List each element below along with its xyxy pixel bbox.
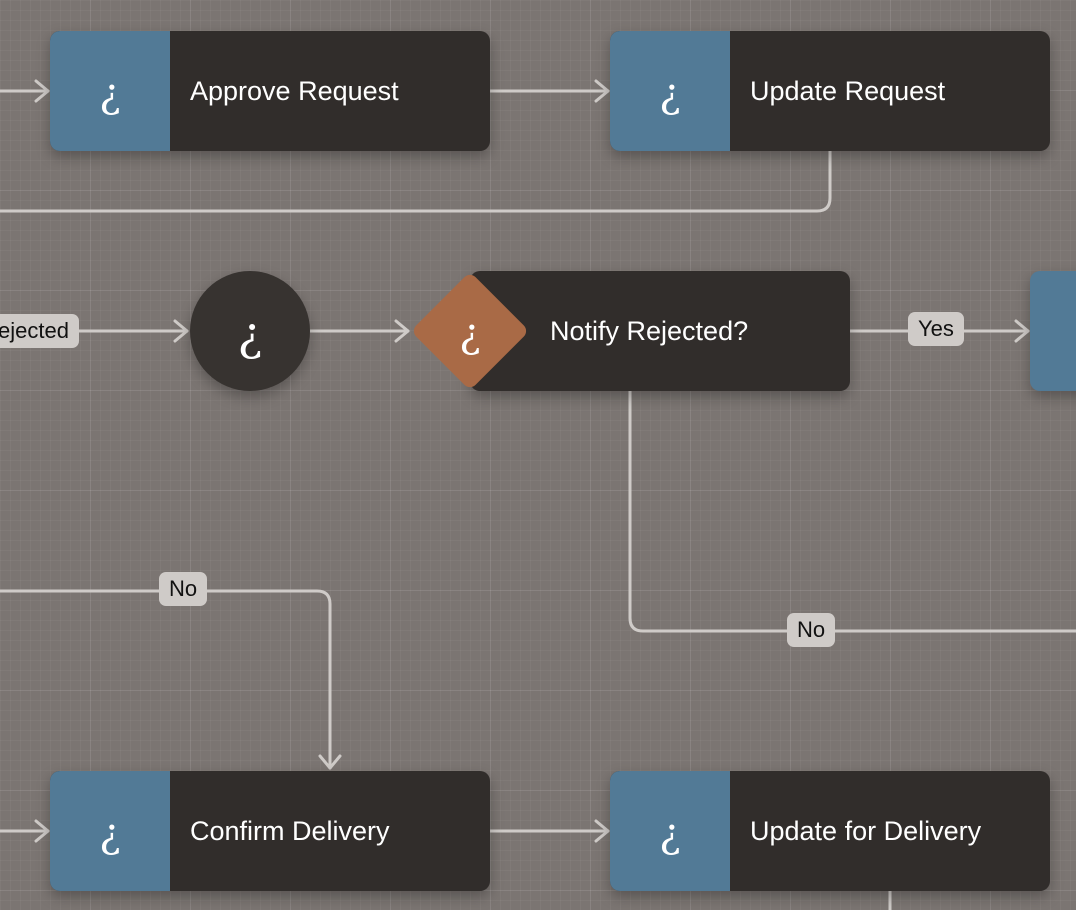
task-approve-request[interactable]: ¿ Approve Request [50,31,490,151]
inverted-question-mark-icon: ¿ [99,71,121,117]
decision-icon-wrap: ¿ [410,271,530,391]
edge-label-rejected[interactable]: ejected [0,314,79,348]
edge-label-yes[interactable]: Yes [908,312,964,346]
edge-label-no-right[interactable]: No [787,613,836,647]
task-label: Confirm Delivery [190,816,390,846]
task-update-request[interactable]: ¿ Update Request [610,31,1050,151]
inverted-question-mark-icon: ¿ [237,307,263,361]
task-icon-box: ¿ [610,31,730,151]
task-confirm-delivery[interactable]: ¿ Confirm Delivery [50,771,490,891]
inverted-question-mark-icon: ¿ [459,311,481,357]
edge-label-no-left[interactable]: No [159,572,208,606]
task-label: Update for Delivery [750,816,982,846]
inverted-question-mark-icon: ¿ [659,71,681,117]
task-update-for-delivery[interactable]: ¿ Update for Delivery [610,771,1050,891]
task-label: Update Request [750,76,946,106]
decision-notify-rejected[interactable]: Notify Rejected? [470,271,850,391]
task-icon-box: ¿ [610,771,730,891]
edge-no-to-confirm-delivery [0,589,332,770]
inverted-question-mark-icon: ¿ [99,811,121,857]
inverted-question-mark-icon: ¿ [659,811,681,857]
task-icon-box: ¿ [50,31,170,151]
event-node[interactable]: ¿ [190,271,310,391]
task-label: Approve Request [190,76,399,106]
task-icon-box: ¿ [50,771,170,891]
task-offscreen-right[interactable] [1030,271,1076,391]
decision-label: Notify Rejected? [550,316,749,346]
edge-update-request-out [0,149,832,213]
edge-decision-no [628,389,1076,633]
